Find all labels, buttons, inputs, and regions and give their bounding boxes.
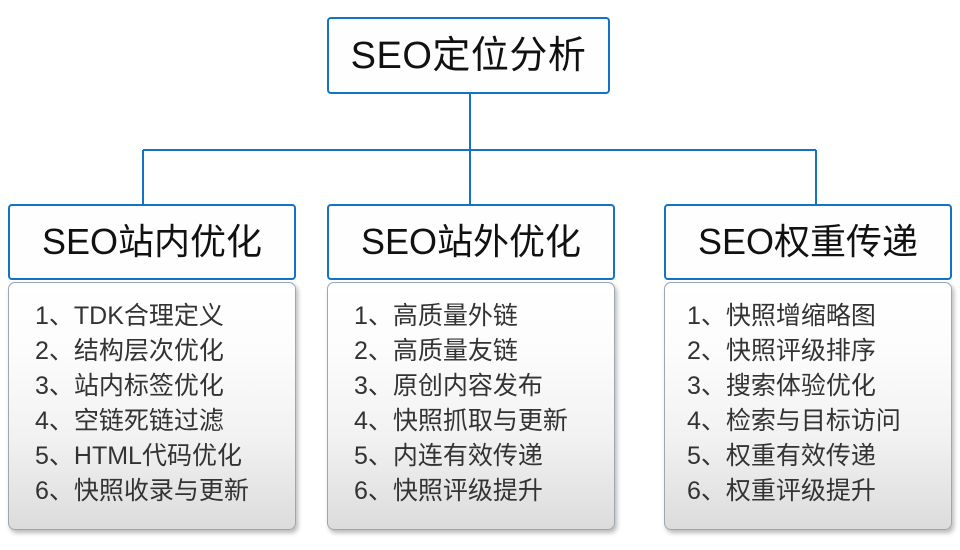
root-node-label: SEO定位分析 [350, 34, 587, 77]
list-item: 3、搜索体验优化 [687, 372, 876, 400]
branch-list-weight: 1、快照增缩略图 2、快照评级排序 3、搜索体验优化 4、检索与目标访问 5、权… [665, 299, 901, 509]
branch-header-weight: SEO权重传递 [664, 204, 952, 280]
list-item: 6、快照评级提升 [354, 477, 543, 505]
list-item: 1、TDK合理定义 [35, 302, 224, 330]
list-item: 5、内连有效传递 [354, 442, 543, 470]
branch-list-onsite: 1、TDK合理定义 2、结构层次优化 3、站内标签优化 4、空链死链过滤 5、H… [9, 299, 249, 509]
branch-header-onsite: SEO站内优化 [8, 204, 296, 280]
list-item: 3、站内标签优化 [35, 372, 224, 400]
branch-header-label: SEO权重传递 [697, 221, 919, 262]
list-item: 5、HTML代码优化 [35, 442, 242, 470]
branch-body-onsite: 1、TDK合理定义 2、结构层次优化 3、站内标签优化 4、空链死链过滤 5、H… [8, 282, 296, 530]
list-item: 4、空链死链过滤 [35, 407, 224, 435]
branch-column-offsite: SEO站外优化 1、高质量外链 2、高质量友链 3、原创内容发布 4、快照抓取与… [327, 204, 615, 530]
list-item: 3、原创内容发布 [354, 372, 543, 400]
list-item: 2、高质量友链 [354, 337, 518, 365]
list-item: 6、快照收录与更新 [35, 477, 249, 505]
list-item: 4、快照抓取与更新 [354, 407, 568, 435]
root-node: SEO定位分析 [327, 17, 610, 94]
branch-header-label: SEO站外优化 [360, 221, 582, 262]
branch-list-offsite: 1、高质量外链 2、高质量友链 3、原创内容发布 4、快照抓取与更新 5、内连有… [328, 299, 568, 509]
list-item: 6、权重评级提升 [687, 477, 876, 505]
list-item: 1、高质量外链 [354, 302, 518, 330]
branch-body-weight: 1、快照增缩略图 2、快照评级排序 3、搜索体验优化 4、检索与目标访问 5、权… [664, 282, 952, 530]
branch-column-weight: SEO权重传递 1、快照增缩略图 2、快照评级排序 3、搜索体验优化 4、检索与… [664, 204, 952, 530]
list-item: 2、结构层次优化 [35, 337, 224, 365]
branch-header-offsite: SEO站外优化 [327, 204, 615, 280]
list-item: 4、检索与目标访问 [687, 407, 901, 435]
branch-header-label: SEO站内优化 [41, 221, 263, 262]
list-item: 5、权重有效传递 [687, 442, 876, 470]
list-item: 2、快照评级排序 [687, 337, 876, 365]
branch-column-onsite: SEO站内优化 1、TDK合理定义 2、结构层次优化 3、站内标签优化 4、空链… [8, 204, 296, 530]
branch-body-offsite: 1、高质量外链 2、高质量友链 3、原创内容发布 4、快照抓取与更新 5、内连有… [327, 282, 615, 530]
list-item: 1、快照增缩略图 [687, 302, 876, 330]
